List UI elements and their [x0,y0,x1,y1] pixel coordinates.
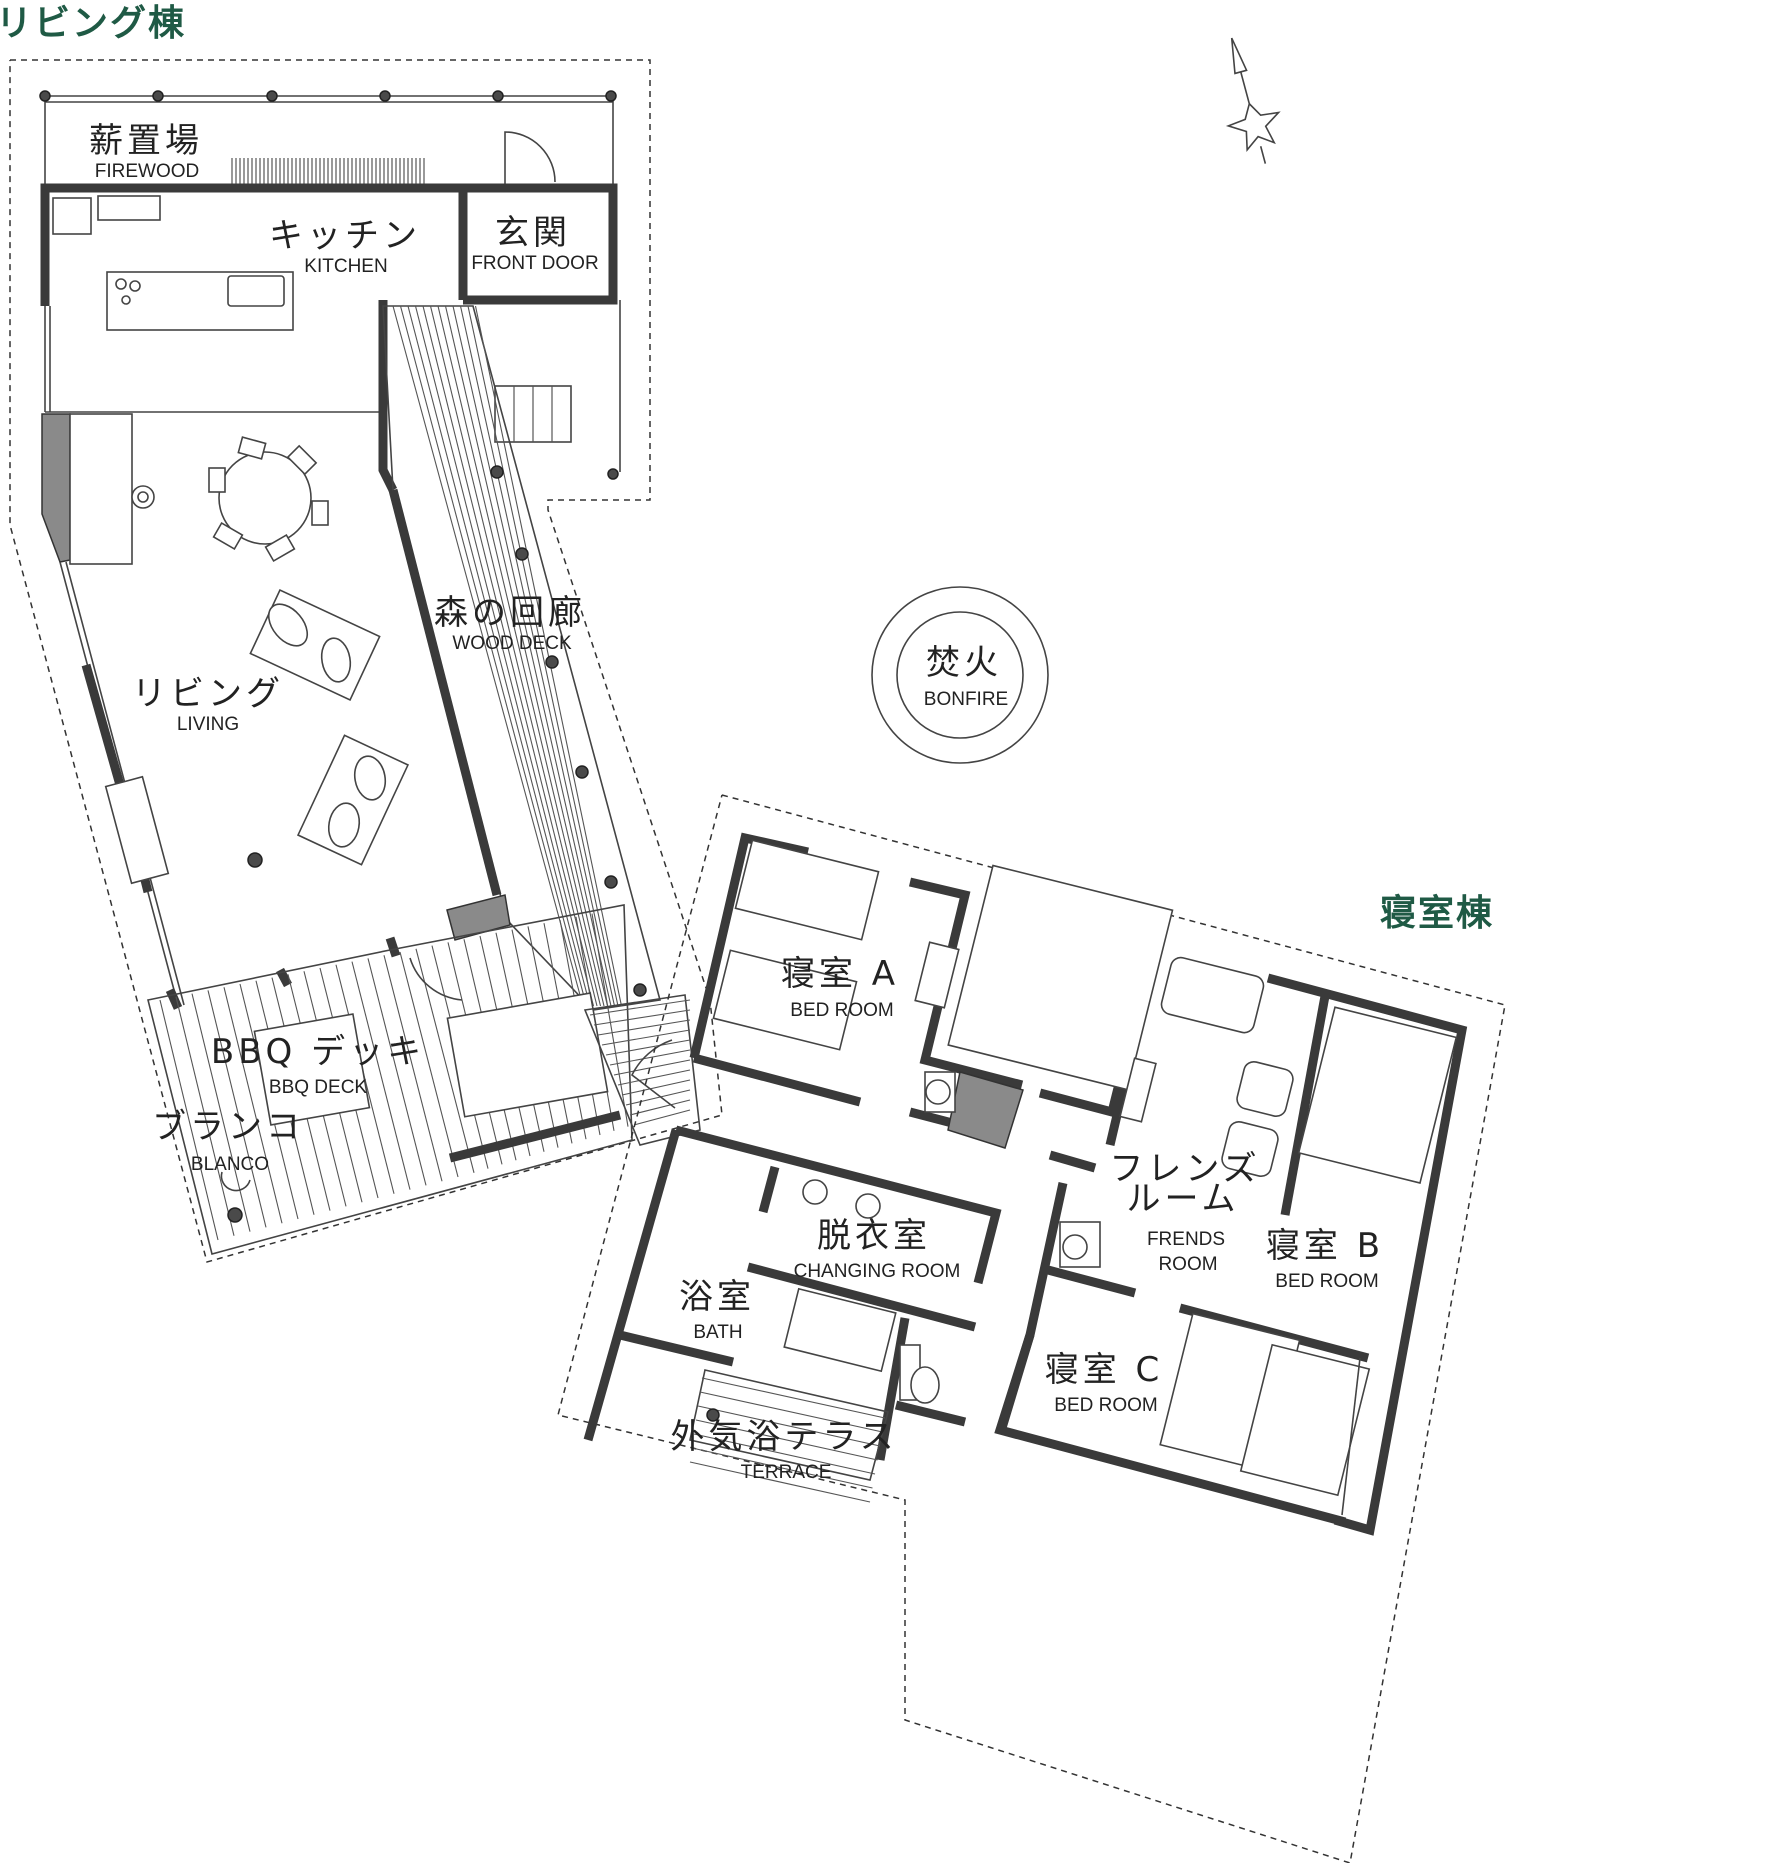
entrance-door [504,131,556,186]
bedroom-furniture [689,839,1458,1516]
svg-text:BLANCO: BLANCO [191,1154,269,1175]
kitchen-label: キッチン [269,216,421,256]
bedroom-a-label: 寝室 A [781,954,899,994]
svg-text:FRENDS: FRENDS [1147,1229,1225,1250]
living-wing-title: リビング棟 [0,3,187,44]
bbq-deck-label: BBQ デッキ [211,1032,425,1072]
living-furniture [69,413,410,885]
firewood-stack [231,158,425,184]
svg-text:BBQ DECK: BBQ DECK [269,1077,368,1098]
bedroom-b-label: 寝室 B [1266,1226,1384,1266]
living-label: リビング [132,674,284,714]
svg-text:FIREWOOD: FIREWOOD [95,161,200,182]
firewood-canopy [39,90,617,186]
firewood-label: 薪置場 [89,121,203,161]
bedroom-c-label: 寝室 C [1045,1350,1164,1390]
bonfire-label: 焚火 [926,643,1002,683]
bridge-deck [583,994,701,1146]
friends-room-label: フレンズ [1109,1149,1260,1189]
bedroom-walls [583,832,1468,1536]
svg-text:LIVING: LIVING [177,714,239,735]
svg-text:BATH: BATH [693,1322,742,1343]
svg-text:ROOM: ROOM [1158,1254,1217,1275]
svg-text:TERRACE: TERRACE [741,1462,832,1483]
room-labels: 薪置場 FIREWOOD キッチン KITCHEN 玄関 FRONT DOOR … [89,121,1384,1483]
bonfire-pit [871,586,1049,764]
svg-text:ルーム: ルーム [1127,1179,1240,1219]
fridge [52,197,92,235]
front-door-label: 玄関 [495,213,571,253]
blanco-label: ブランコ [152,1107,304,1147]
dining-table [218,451,312,545]
svg-text:CHANGING ROOM: CHANGING ROOM [794,1261,961,1282]
counter [97,195,161,221]
svg-text:BONFIRE: BONFIRE [924,689,1008,710]
bath-label: 浴室 [679,1277,755,1317]
living-wing-outline [9,59,723,1263]
svg-text:KITCHEN: KITCHEN [304,256,387,277]
sofa-bench [69,413,133,565]
bedroom-wing-title: 寝室棟 [1380,893,1495,934]
wood-deck-label: 森の回廊 [434,593,586,633]
changing-room-label: 脱衣室 [817,1216,931,1256]
svg-text:BED ROOM: BED ROOM [1054,1395,1157,1416]
svg-text:BED ROOM: BED ROOM [790,1000,893,1021]
bedroom-wing-outline [557,794,1506,1863]
svg-text:BED ROOM: BED ROOM [1275,1271,1378,1292]
kitchen-wall [40,183,618,306]
svg-text:FRONT DOOR: FRONT DOOR [471,253,598,274]
compass-star-icon [1225,37,1281,164]
bbq-deck [147,904,633,1255]
svg-text:WOOD DECK: WOOD DECK [452,633,572,654]
terrace-label: 外気浴テラス [670,1417,897,1457]
